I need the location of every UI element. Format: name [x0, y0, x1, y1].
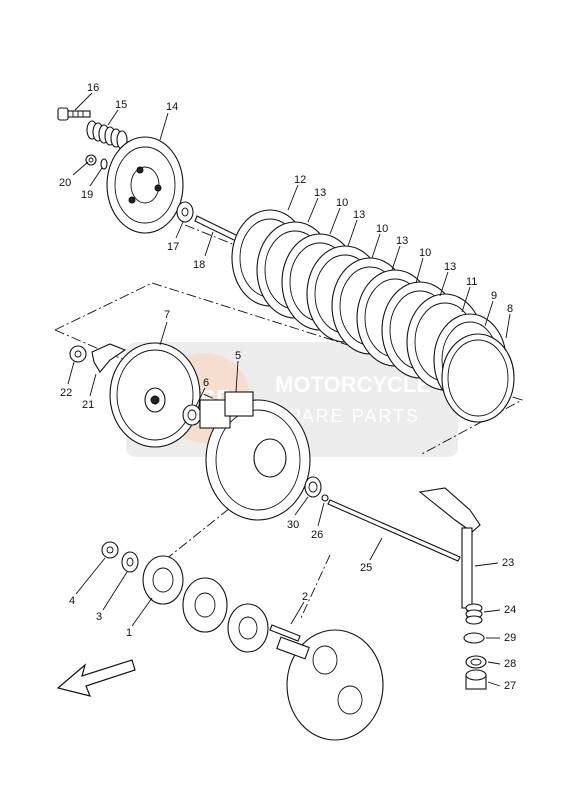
bolt-part — [57, 107, 91, 121]
lock-nut-part — [69, 345, 87, 363]
bearing-part — [465, 669, 487, 690]
callout-7: 7 — [164, 309, 170, 321]
callout-19: 19 — [81, 189, 93, 201]
callout-6: 6 — [203, 377, 209, 389]
callout-23: 23 — [502, 557, 514, 569]
callout-10a: 10 — [336, 197, 348, 209]
clutch-boss-part — [199, 391, 311, 521]
callout-30: 30 — [287, 519, 299, 531]
callout-2: 2 — [302, 591, 308, 603]
primary-washer-part — [121, 551, 139, 573]
callout-28: 28 — [504, 658, 516, 670]
callout-13c: 13 — [396, 235, 408, 247]
callout-13a: 13 — [314, 187, 326, 199]
callout-5: 5 — [235, 350, 241, 362]
washer-part — [100, 158, 108, 170]
spring-part — [86, 120, 128, 150]
primary-driven-gear-part — [109, 342, 201, 448]
callout-20: 20 — [59, 177, 71, 189]
callout-1: 1 — [126, 627, 132, 639]
push-lever-shaft-part — [418, 487, 481, 618]
oil-seal-part — [465, 655, 487, 669]
push-rod-part — [194, 215, 239, 242]
clutch-plate-stack — [231, 209, 515, 423]
primary-drive-gear-part — [142, 555, 269, 653]
callout-18: 18 — [193, 259, 205, 271]
callout-10b: 10 — [376, 223, 388, 235]
callout-25: 25 — [360, 562, 372, 574]
push-washer-part — [176, 201, 194, 223]
callout-16: 16 — [87, 82, 99, 94]
return-spring-part — [465, 603, 483, 625]
callout-3: 3 — [96, 611, 102, 623]
callout-14: 14 — [166, 101, 178, 113]
pressure-plate-part — [106, 136, 184, 234]
callout-15: 15 — [115, 99, 127, 111]
clutch-nut-part — [182, 404, 202, 426]
front-direction-arrow-icon — [56, 659, 136, 697]
crankshaft-part — [276, 629, 384, 741]
watermark-sub: SPARE PARTS — [275, 406, 420, 426]
primary-nut-part — [101, 541, 119, 559]
watermark-brand: MOTORCYCLE — [275, 372, 431, 397]
long-push-rod-part — [327, 499, 461, 562]
callout-26: 26 — [311, 529, 323, 541]
callout-13b: 13 — [353, 209, 365, 221]
callout-11: 11 — [466, 276, 477, 288]
callout-9: 9 — [491, 290, 497, 302]
nut-part — [85, 154, 97, 166]
callout-17: 17 — [167, 241, 179, 253]
ball-part — [321, 494, 329, 502]
key-part — [269, 624, 301, 642]
callout-21: 21 — [82, 399, 94, 411]
leader-lines — [67, 92, 511, 687]
callout-10c: 10 — [419, 247, 431, 259]
callout-24: 24 — [504, 604, 516, 616]
circlip-part — [463, 632, 485, 644]
lock-washer-part — [91, 343, 127, 373]
callout-27: 27 — [504, 680, 516, 692]
callout-22: 22 — [60, 387, 72, 399]
callout-4: 4 — [69, 595, 75, 607]
callout-13d: 13 — [444, 261, 456, 273]
callout-12: 12 — [294, 174, 306, 186]
callout-8: 8 — [507, 303, 513, 315]
thrust-washer-part — [304, 476, 322, 498]
callout-29: 29 — [504, 632, 516, 644]
callout-labels: 16 15 14 20 19 17 18 12 13 10 13 10 13 1… — [59, 82, 516, 692]
